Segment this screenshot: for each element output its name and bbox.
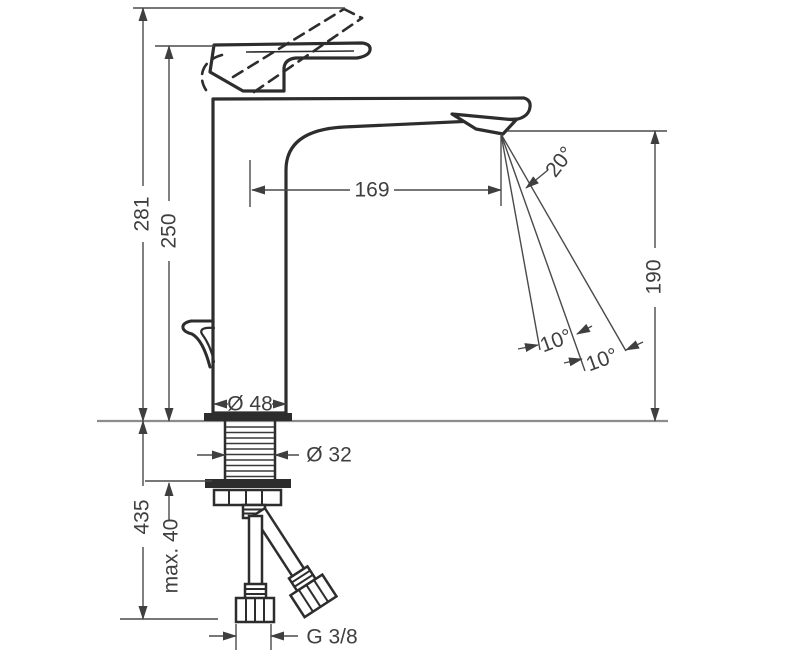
dim-hose-length-label: 435 [131, 499, 154, 534]
aerator-outlet [450, 112, 518, 136]
dim-spray-tolerance-right-label: 10° [583, 344, 621, 376]
mounting-nut [212, 488, 283, 520]
dim-spout-reach-label: 169 [354, 179, 389, 202]
mounting-washer [205, 479, 291, 488]
dim-base-diameter: Ø 48 [213, 393, 287, 416]
dim-max-mounting-thickness-label: max. 40 [160, 519, 183, 594]
dim-spray-tolerance-left-label: 10° [537, 325, 575, 357]
dim-shank-diameter: Ø 32 [197, 444, 352, 467]
threaded-shank [223, 421, 277, 479]
dim-height-body-label: 250 [158, 213, 181, 248]
dim-thread-size-label: G 3/8 [306, 626, 357, 649]
dim-base-diameter-label: Ø 48 [227, 393, 273, 416]
dim-thread-size: G 3/8 [209, 626, 358, 649]
base-plinth [204, 413, 292, 421]
dim-spray-tolerance-left: 10° [517, 323, 593, 357]
water-spray-lines [500, 133, 627, 372]
dim-outlet-height-label: 190 [643, 259, 666, 294]
dim-shank-diameter-label: Ø 32 [306, 444, 352, 467]
dim-max-mounting-thickness: max. 40 [160, 482, 183, 594]
supply-hose-straight [234, 514, 276, 624]
dim-outlet-height: 190 [643, 130, 666, 422]
faucet-body [211, 96, 532, 415]
dim-spout-angle: 20° [525, 142, 579, 189]
pop-up-rod [181, 319, 216, 369]
supply-hose-angled [251, 506, 339, 619]
handle-lever [208, 41, 372, 93]
dim-spout-reach: 169 [251, 179, 502, 202]
dim-height-overall: 281 [131, 7, 154, 422]
dim-hose-length: 435 [131, 420, 154, 620]
dim-height-body: 250 [158, 45, 181, 422]
dim-height-overall-label: 281 [131, 196, 154, 231]
dim-spout-angle-label: 20° [541, 142, 579, 181]
handle-raised-dashed-outline [200, 7, 364, 94]
